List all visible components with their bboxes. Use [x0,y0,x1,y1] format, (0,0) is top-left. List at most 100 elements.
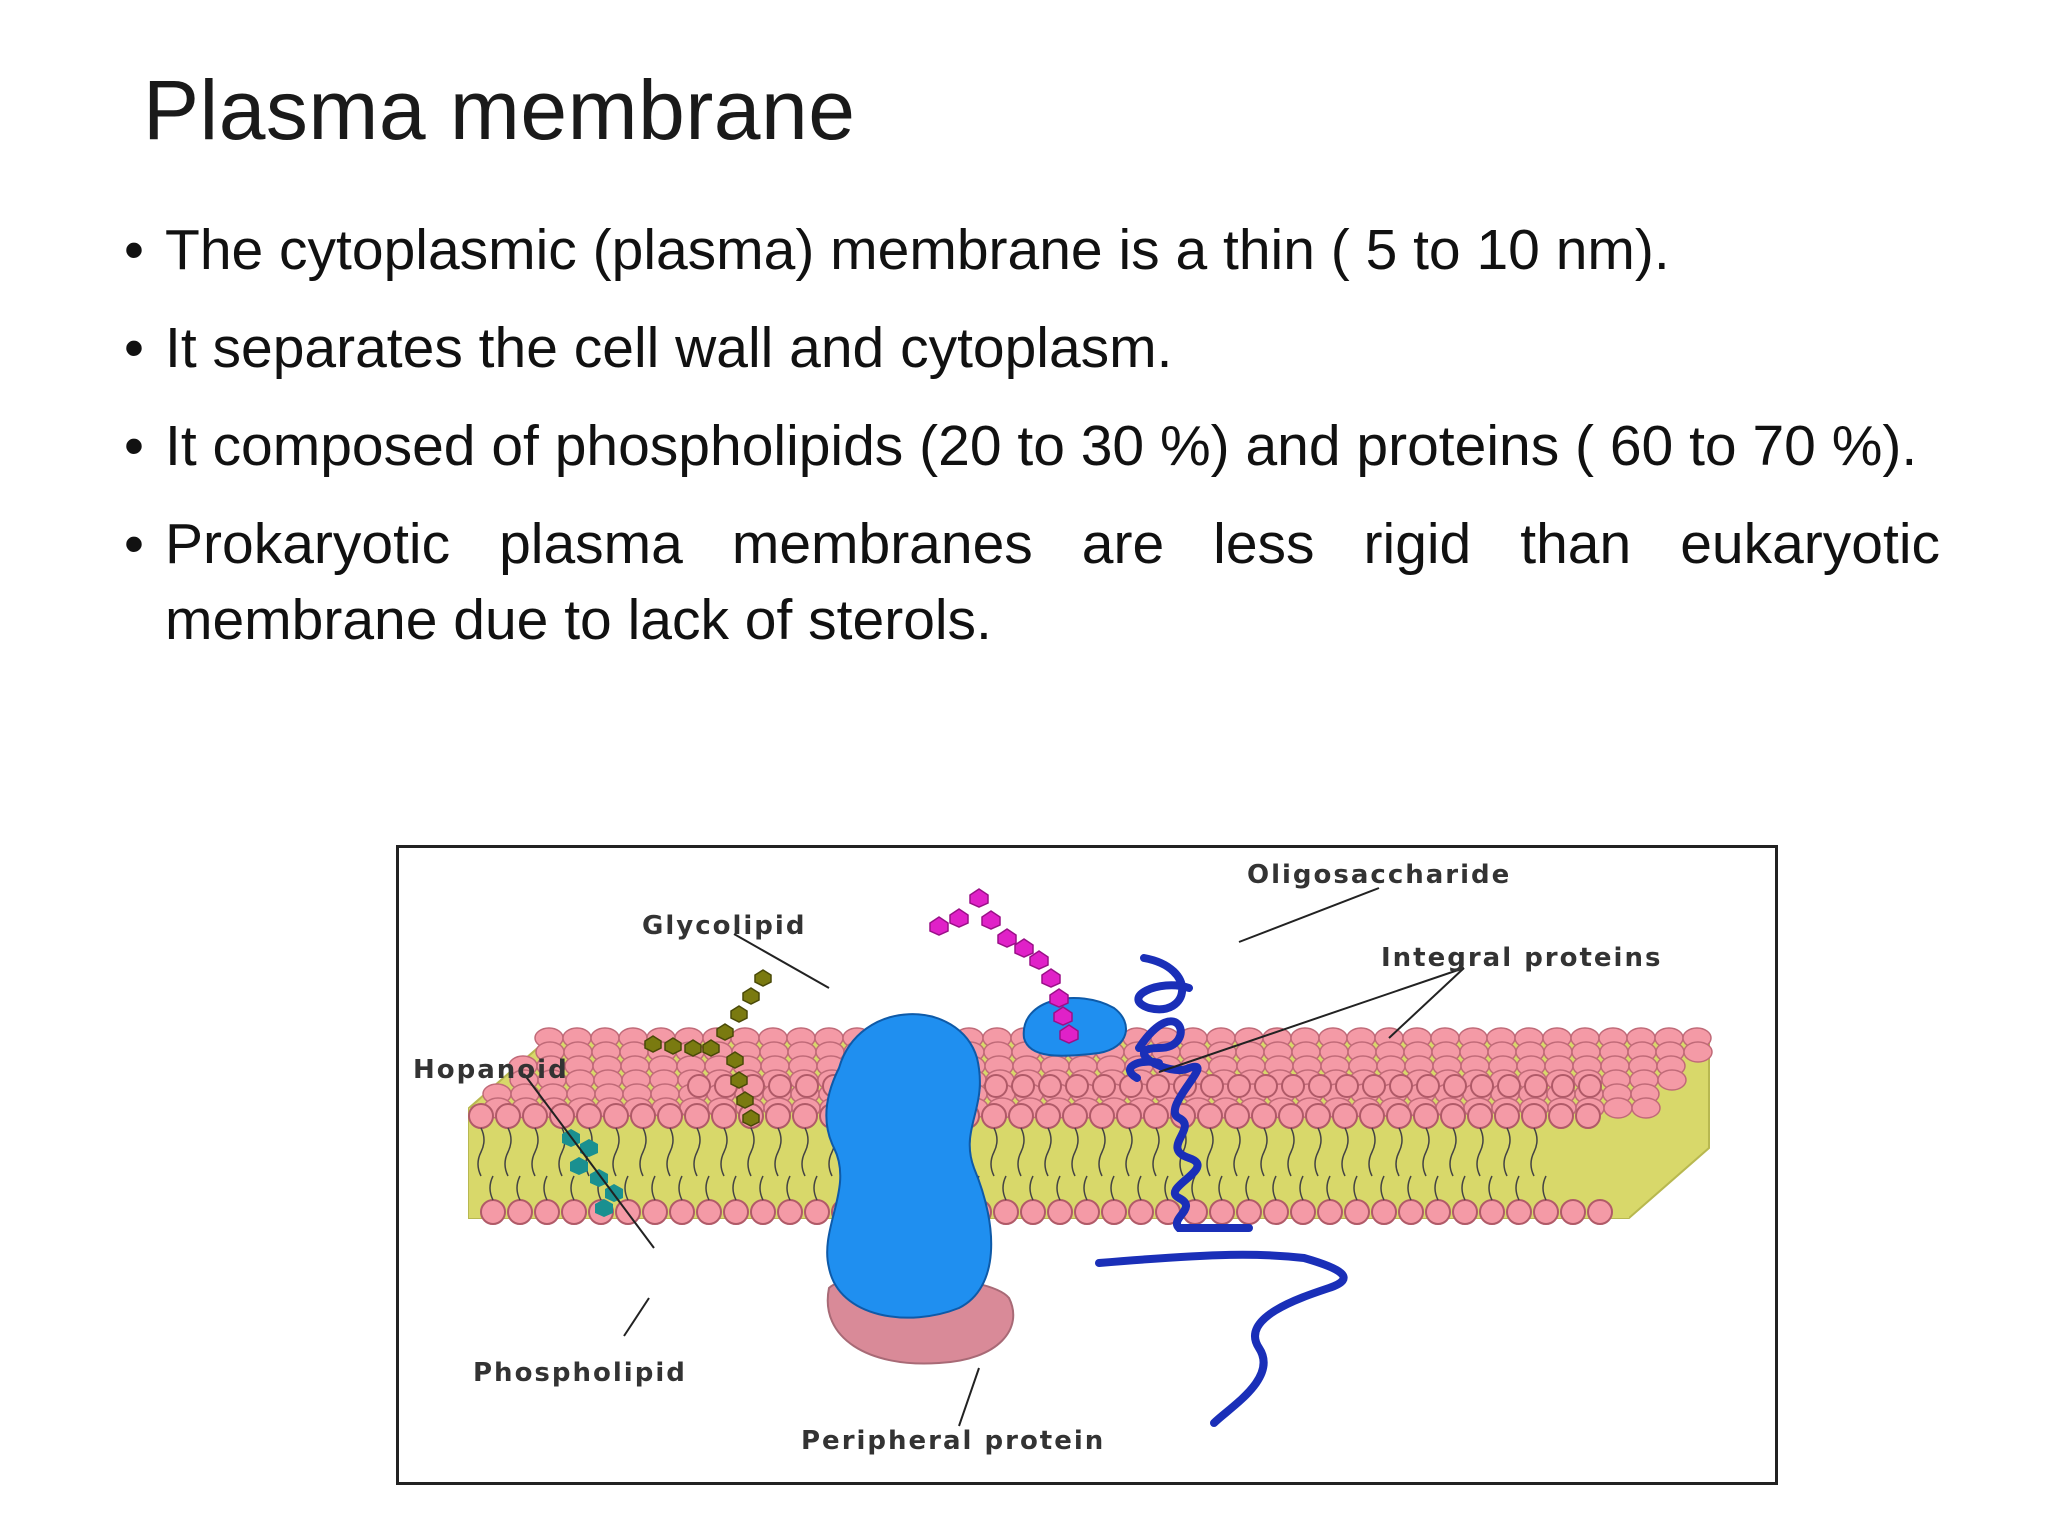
phospholipid-head [1398,1199,1424,1225]
lipid-tail [1530,1127,1538,1177]
lipid-tail [747,1127,755,1177]
phospholipid-head [1440,1103,1466,1129]
phospholipid-head [792,1103,818,1129]
lipid-tail [543,1175,548,1201]
glycolipid-unit [742,987,760,1005]
lipid-tail [1017,1127,1025,1177]
oligosaccharide-unit [929,916,949,936]
lipid-tail [678,1175,683,1201]
lipid-tail [1368,1127,1376,1177]
protein-helix [1095,1017,1348,1427]
phospholipid-head [1278,1103,1304,1129]
phospholipid-head [1560,1199,1586,1225]
phospholipid-head [1008,1103,1034,1129]
phospholipid-head [1657,1069,1687,1091]
lipid-tail [1515,1175,1520,1201]
phospholipid-head [1467,1103,1493,1129]
phospholipid-head [1281,1074,1305,1098]
bullet-text: It composed of phospholipids (20 to 30 %… [165,414,1918,478]
phospholipid-head [684,1103,710,1129]
glycolipid-unit [736,1091,754,1109]
lipid-tail [1044,1127,1052,1177]
phospholipid-head [1416,1074,1440,1098]
lipid-tail [1299,1175,1304,1201]
lipid-tail [1002,1175,1007,1201]
hopanoid-ring [580,1139,598,1157]
phospholipid-head [468,1103,494,1129]
glycolipid-unit [730,1071,748,1089]
lipid-tail [1245,1175,1250,1201]
lipid-tail [1152,1127,1160,1177]
hopanoid-ring [570,1157,588,1175]
lipid-tail [1110,1175,1115,1201]
phospholipid-head [1344,1199,1370,1225]
phospholipid-head [804,1199,830,1225]
lipid-tail [801,1127,809,1177]
lipid-tail [1071,1127,1079,1177]
phospholipid-head [1359,1103,1385,1129]
slide-title: Plasma membrane [143,63,856,157]
phospholipid-head [1251,1103,1277,1129]
phospholipid-head [1548,1103,1574,1129]
bullet-list: •The cytoplasmic (plasma) membrane is a … [120,212,1940,680]
oligosaccharide-unit [1053,1006,1073,1026]
bullet-dot: • [124,512,144,576]
phospholipid-head [1524,1074,1548,1098]
integral-protein-small [1022,997,1127,1057]
lipid-tail [1260,1127,1268,1177]
oligosaccharide-unit [1049,988,1069,1008]
lipid-tail [1341,1127,1349,1177]
glycolipid-unit [644,1035,662,1053]
lipid-tail [1056,1175,1061,1201]
lipid-tail [651,1175,656,1201]
glycolipid-unit [702,1039,720,1057]
oligosaccharide-unit [1029,950,1049,970]
phospholipid-head [1425,1199,1451,1225]
phospholipid-head [1197,1103,1223,1129]
peripheral-protein-label: Peripheral protein [801,1426,1106,1456]
phospholipid-head [1305,1103,1331,1129]
oligosaccharide-label: Oligosaccharide [1247,860,1512,890]
lipid-tail [612,1127,620,1177]
lipid-tail [1272,1175,1277,1201]
protein-helix-top [1134,954,1193,1014]
lipid-tail [1233,1127,1241,1177]
phospholipid-head [480,1199,506,1225]
phospholipid-head [1413,1103,1439,1129]
phospholipid-head [1146,1074,1170,1098]
bullet-dot: • [124,414,144,478]
glycolipid-unit [754,969,772,987]
phospholipid-head [1263,1199,1289,1225]
phospholipid-head [1603,1097,1633,1119]
phospholipid-head [1101,1199,1127,1225]
lipid-tail [1434,1175,1439,1201]
oligosaccharide-unit [1041,968,1061,988]
phospholipid-head [1317,1199,1343,1225]
bullet-text: Prokaryotic plasma membranes are less ri… [165,512,1940,652]
lipid-tail [1380,1175,1385,1201]
membrane-illustration [468,887,1713,1427]
phospholipid-head [1362,1074,1386,1098]
lipid-tail [1461,1175,1466,1201]
phospholipid-head [522,1103,548,1129]
lipid-tail [693,1127,701,1177]
bullet-item: •The cytoplasmic (plasma) membrane is a … [120,212,1940,288]
phospholipid-head [1578,1074,1602,1098]
bullet-item: • It composed of phospholipids (20 to 30 … [120,408,1940,484]
phospholipid-head [1011,1074,1035,1098]
lipid-tail [1488,1175,1493,1201]
phospholipid-head [1521,1103,1547,1129]
phospholipid-head [777,1199,803,1225]
phospholipid-head [1443,1074,1467,1098]
phospholipid-head [1575,1103,1601,1129]
hopanoid-ring [595,1199,613,1217]
label-leader-line [623,1297,650,1337]
phospholipid-head [711,1103,737,1129]
glycolipid-unit [716,1023,734,1041]
phospholipid-head [723,1199,749,1225]
lipid-tail [1476,1127,1484,1177]
phospholipid-head [1254,1074,1278,1098]
lipid-tail [813,1175,818,1201]
phospholipid-head [984,1074,1008,1098]
